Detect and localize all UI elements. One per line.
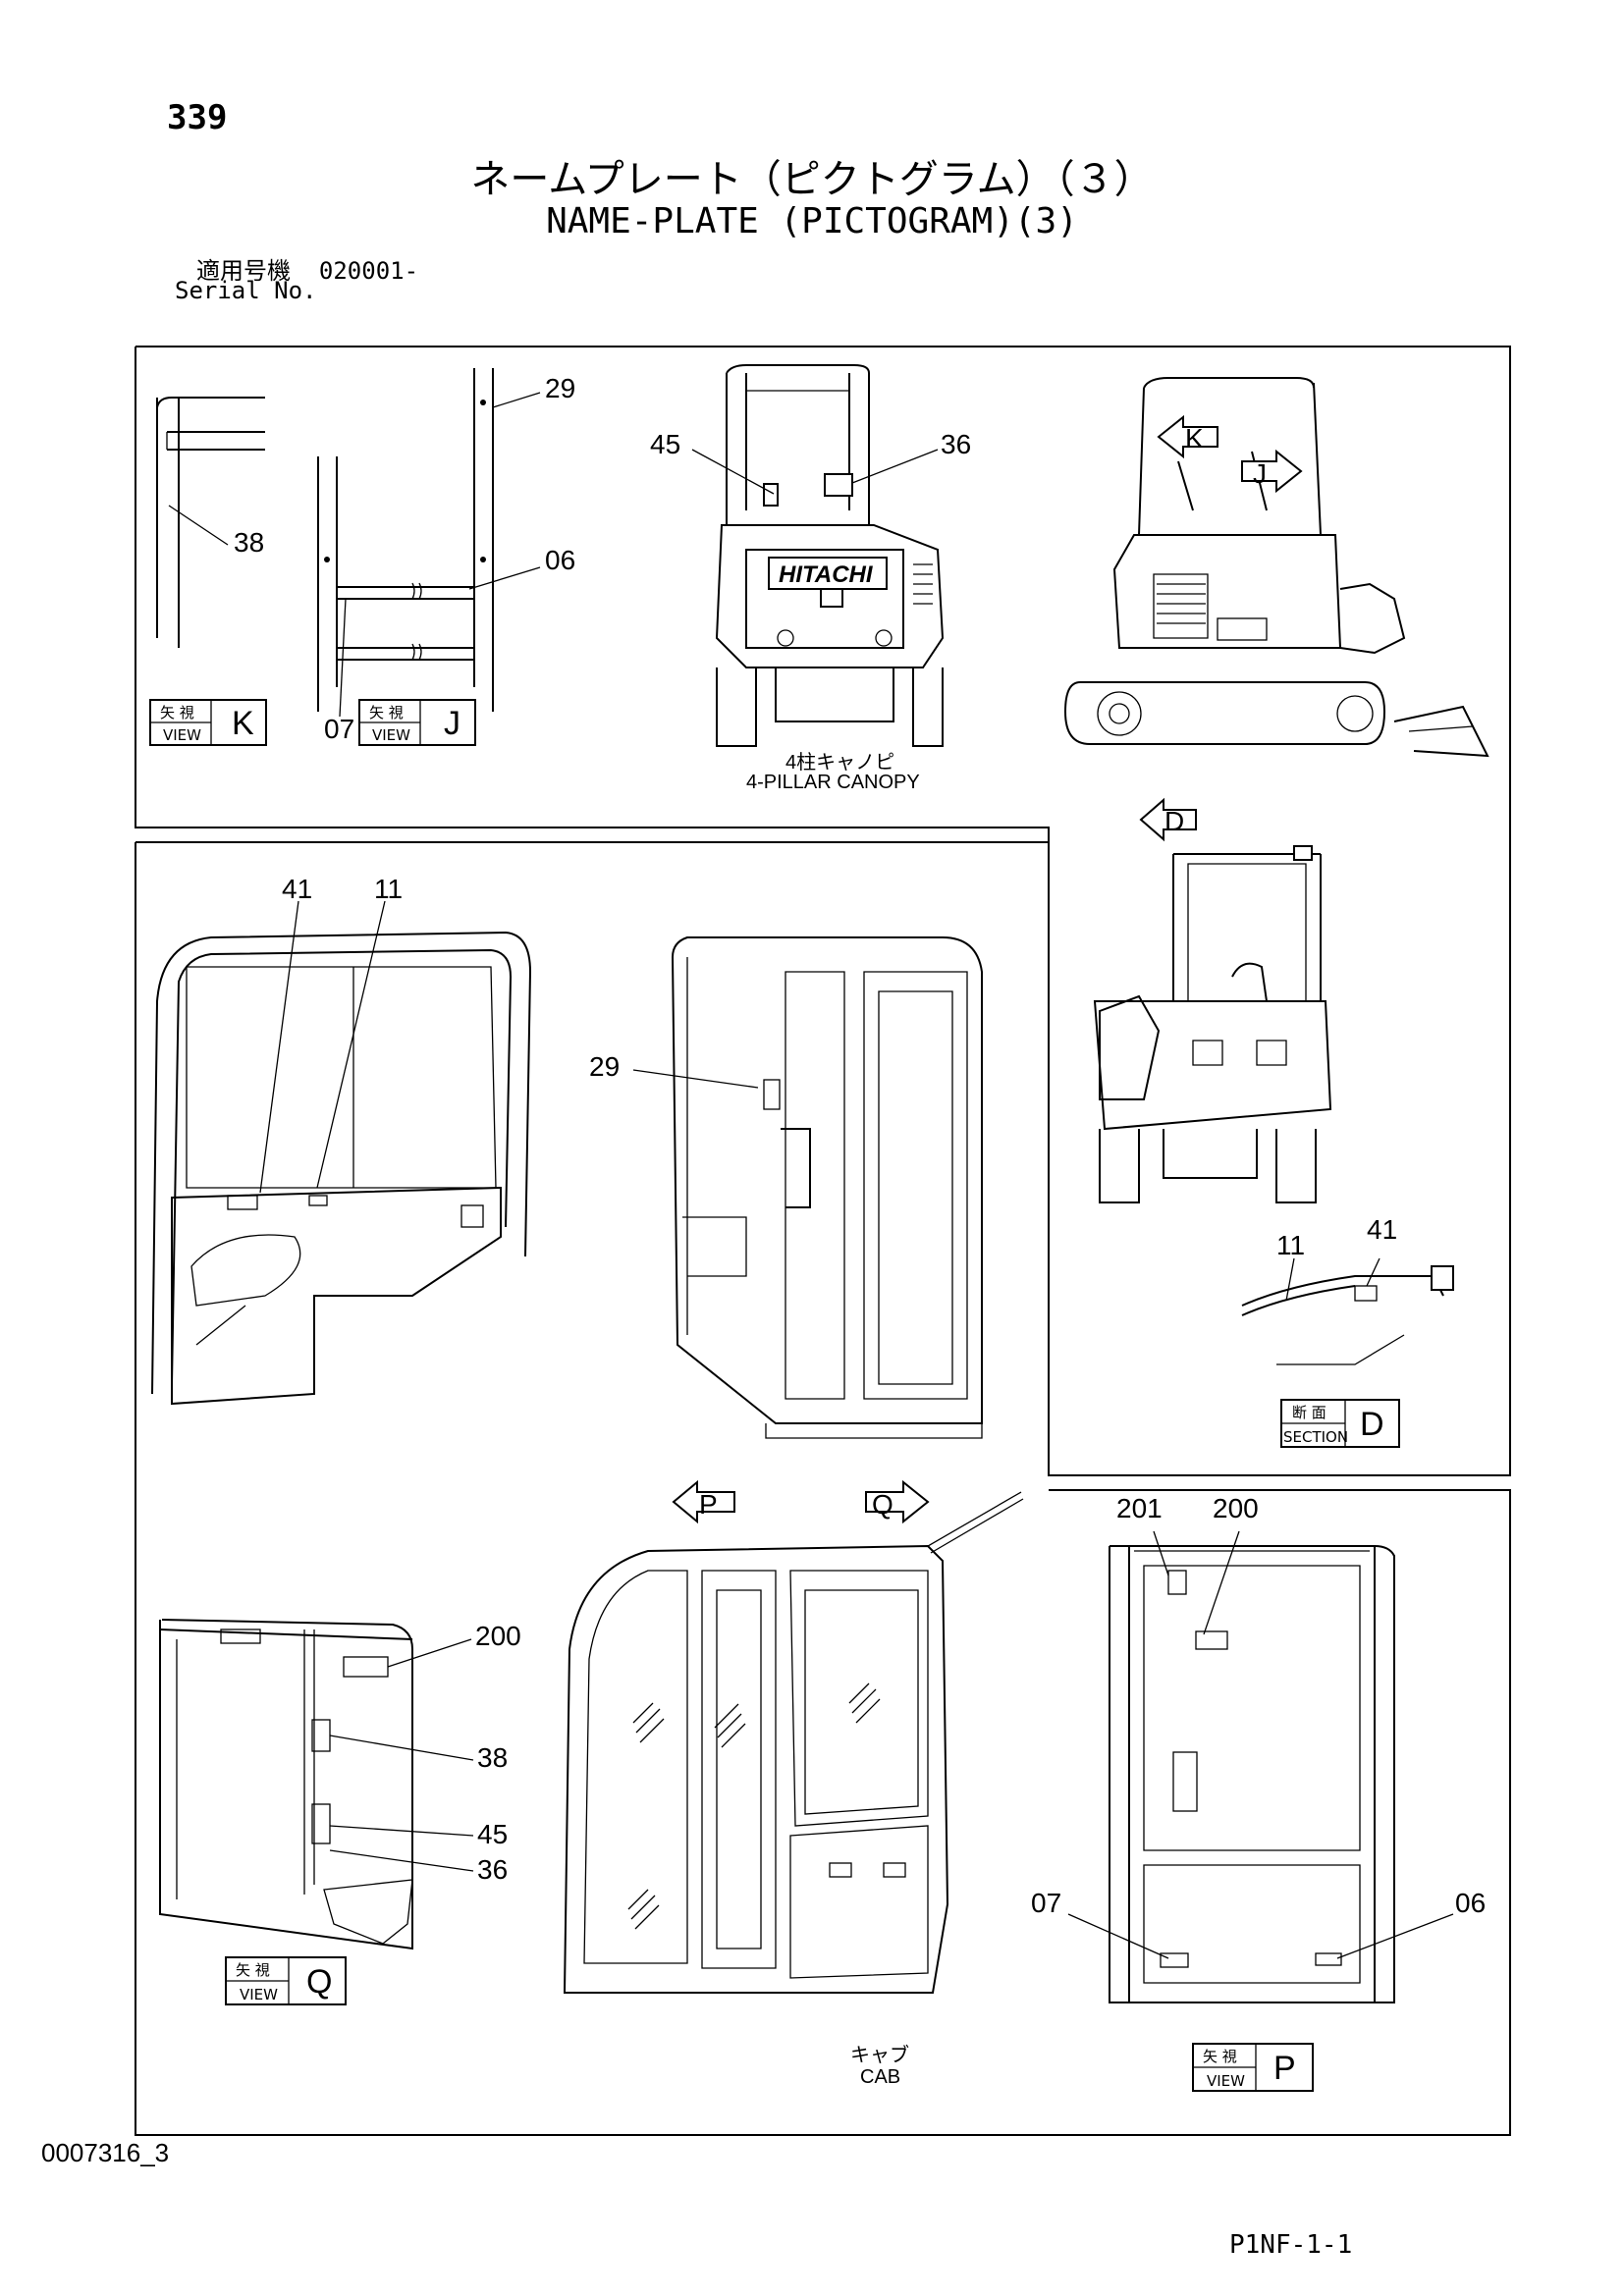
- arrow-k-marker: [1157, 414, 1218, 459]
- arrow-j-marker: [1241, 449, 1303, 494]
- leader-j-29: [492, 392, 541, 408]
- view-box-d: 断 面 SECTION D: [1280, 1399, 1400, 1448]
- view-box-q-en: VIEW: [240, 1986, 278, 2003]
- callout-cab-side-41: 41: [282, 874, 312, 904]
- arrow-d-marker: [1139, 797, 1197, 842]
- leader-q-200: [387, 1638, 472, 1668]
- serial-label-japanese: 適用号機 020001-: [196, 251, 418, 286]
- leader-section-11: [1285, 1257, 1295, 1302]
- leader-p-07: [1067, 1913, 1169, 1959]
- page-number: 339: [167, 98, 228, 137]
- serial-label-jp-text: 適用号機: [196, 257, 291, 285]
- view-q-detail: 200 38 45 36: [159, 1619, 521, 1950]
- view-k-detail: 38: [156, 397, 265, 648]
- leader-j-07: [339, 598, 347, 718]
- leader-j-06: [468, 566, 541, 590]
- page-code: P1NF-1-1: [1229, 2230, 1353, 2260]
- view-box-j-en: VIEW: [372, 726, 410, 744]
- callout-k-38: 38: [234, 527, 264, 558]
- cab-side-view: 41 11: [151, 874, 532, 1406]
- leader-q-38: [329, 1735, 474, 1761]
- callout-section-41: 41: [1367, 1214, 1397, 1245]
- callout-p-200: 200: [1213, 1493, 1259, 1523]
- arrow-q-marker: [865, 1479, 930, 1524]
- leader-cab-11: [316, 900, 386, 1189]
- leader-canopy-45: [691, 449, 775, 495]
- excavator-rear-view: D 11 41: [1093, 797, 1454, 1365]
- canopy-rear-view: HITACHI 45 36 4柱キャノピ 4-PILLAR CANOPY: [650, 364, 971, 793]
- view-box-q: 矢 視 VIEW Q: [225, 1956, 347, 2005]
- arrow-q-letter: Q: [872, 1489, 893, 1520]
- cab-isometric: P Q キャブ CAB: [563, 1479, 1024, 2088]
- view-box-k: 矢 視 VIEW K: [149, 699, 267, 746]
- leader-canopy-36: [851, 449, 939, 484]
- view-box-p-letter: P: [1273, 2050, 1296, 2087]
- brand-logo-text: HITACHI: [779, 561, 874, 588]
- leader-k-38: [168, 505, 229, 546]
- callout-p-07: 07: [1031, 1888, 1061, 1918]
- callout-q-38: 38: [477, 1742, 508, 1773]
- view-box-k-jp: 矢 視: [160, 704, 194, 721]
- frame-lines: [135, 346, 1511, 2136]
- callout-j-06: 06: [545, 545, 575, 575]
- view-box-d-en: SECTION: [1283, 1428, 1348, 1446]
- callout-cab-side-11: 11: [374, 874, 403, 904]
- callout-j-29: 29: [545, 373, 575, 403]
- view-box-k-letter: K: [232, 705, 254, 742]
- leader-q-45: [329, 1825, 474, 1837]
- caption-canopy-jp: 4柱キャノピ: [785, 751, 894, 774]
- callout-section-11: 11: [1276, 1230, 1305, 1260]
- arrow-d-letter: D: [1164, 806, 1184, 836]
- serial-value: 020001-: [318, 257, 419, 285]
- view-j-detail: 29 06 07: [317, 368, 575, 744]
- leader-p-200: [1203, 1530, 1240, 1635]
- view-box-j-jp: 矢 視: [369, 704, 404, 721]
- caption-cab-en: CAB: [860, 2066, 900, 2088]
- leader-cab-rear-29: [632, 1069, 759, 1089]
- caption-canopy-en: 4-PILLAR CANOPY: [746, 772, 920, 793]
- callout-canopy-45: 45: [650, 429, 680, 459]
- leader-section-41: [1366, 1257, 1380, 1287]
- title-english: NAME-PLATE (PICTOGRAM)(3): [546, 201, 1078, 241]
- serial-label-english: Serial No.: [175, 277, 317, 304]
- arrow-k-letter: K: [1185, 423, 1204, 454]
- callout-canopy-36: 36: [941, 429, 971, 459]
- callout-q-36: 36: [477, 1854, 508, 1885]
- view-box-q-letter: Q: [306, 1963, 332, 2001]
- leader-p-201: [1153, 1530, 1169, 1576]
- document-id: 0007316_3: [41, 2138, 170, 2167]
- callout-q-45: 45: [477, 1819, 508, 1849]
- view-box-p: 矢 視 VIEW P: [1192, 2043, 1314, 2092]
- view-p-detail: 201 200 07 06: [1031, 1493, 1486, 2003]
- arrow-p-marker: [672, 1479, 735, 1524]
- callout-p-201: 201: [1116, 1493, 1163, 1523]
- glass-hatch: [627, 1682, 881, 1930]
- view-box-p-en: VIEW: [1207, 2072, 1245, 2090]
- arrow-p-letter: P: [699, 1489, 718, 1520]
- leader-cab-41: [259, 900, 299, 1194]
- callout-cab-rear-29: 29: [589, 1051, 620, 1082]
- view-box-d-letter: D: [1360, 1406, 1384, 1443]
- view-box-p-jp: 矢 視: [1203, 2048, 1237, 2065]
- callout-q-200: 200: [475, 1621, 521, 1651]
- caption-cab-jp: キャブ: [850, 2043, 909, 2066]
- leader-p-06: [1336, 1913, 1454, 1959]
- view-box-j: 矢 視 VIEW J: [358, 699, 476, 746]
- view-box-k-en: VIEW: [163, 726, 201, 744]
- view-box-d-jp: 断 面: [1292, 1404, 1326, 1421]
- title-japanese: ネームプレート（ピクトグラム）（３）: [470, 157, 1154, 202]
- view-box-j-letter: J: [444, 705, 460, 742]
- arrow-j-letter: J: [1253, 458, 1267, 489]
- callout-p-06: 06: [1455, 1888, 1486, 1918]
- callout-j-07: 07: [324, 714, 354, 744]
- cab-rear-view: 29: [589, 936, 983, 1439]
- view-box-q-jp: 矢 視: [236, 1961, 270, 1979]
- excavator-side-view: K J: [1063, 377, 1489, 758]
- leader-q-36: [329, 1849, 474, 1872]
